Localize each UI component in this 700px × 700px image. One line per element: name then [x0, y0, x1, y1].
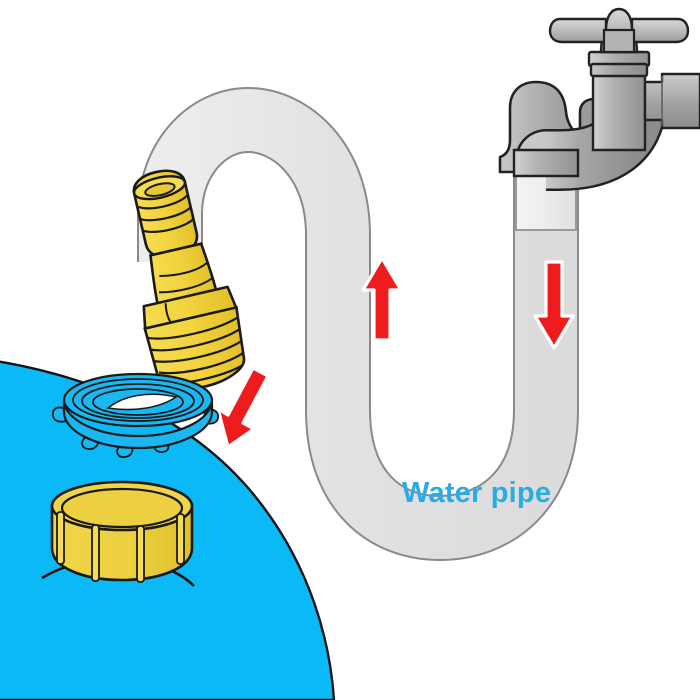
water-pipe: Water pipe [137, 87, 579, 561]
rubber-washer [51, 372, 219, 458]
cap-grip-ridges [56, 511, 185, 583]
faucet-valve-body [591, 70, 647, 152]
arrow-up-inner-pipe [361, 256, 403, 342]
faucet [498, 7, 700, 231]
arrow-down-inlet-pipe [533, 260, 575, 350]
faucet-inlet-shank [643, 72, 700, 130]
brass-hose-connector [132, 169, 246, 390]
faucet-cross-handle[interactable] [548, 7, 690, 54]
water-pipe-label: Water pipe [402, 477, 551, 509]
arrow-assembly-direction [216, 366, 270, 449]
brass-cap-nut [41, 480, 195, 587]
faucet-bonnet-nut [587, 50, 651, 78]
